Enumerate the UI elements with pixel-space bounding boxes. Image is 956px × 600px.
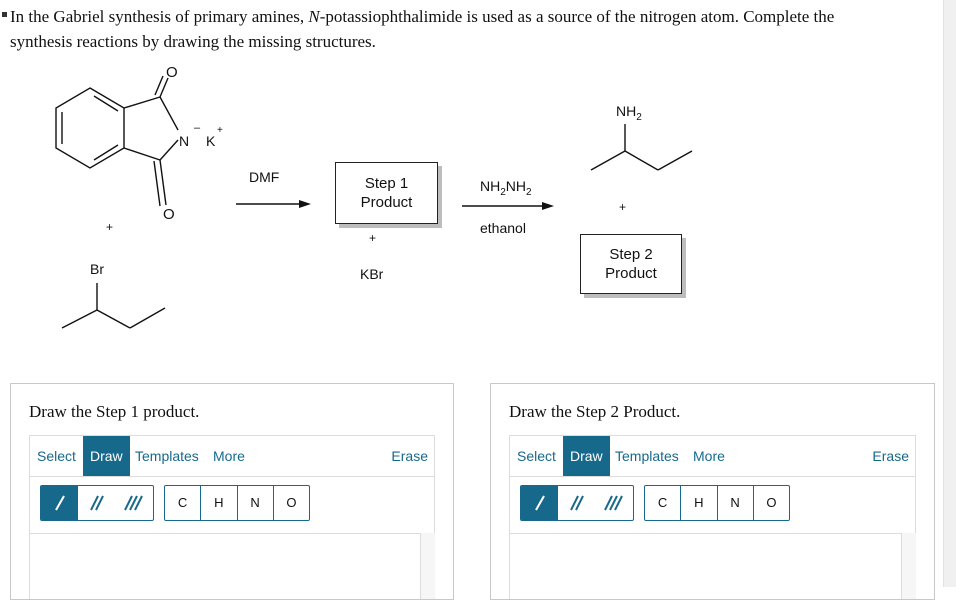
step1-bond-tools <box>40 485 154 521</box>
reagent-dmf: DMF <box>249 169 280 185</box>
triple-bond-icon[interactable] <box>595 486 632 520</box>
reagent-hydrazine: NH2NH2 <box>480 178 532 198</box>
step2-tab-select[interactable]: Select <box>517 448 556 464</box>
arrow-head-1 <box>299 200 311 208</box>
single-bond-icon[interactable] <box>521 486 558 520</box>
atom-carbon-button[interactable]: C <box>657 495 668 510</box>
bromine-label: Br <box>90 261 104 277</box>
step1-panel-title: Draw the Step 1 product. <box>29 402 200 421</box>
question-text: In the Gabriel synthesis of primary amin… <box>2 4 930 54</box>
imide-ring <box>123 75 179 207</box>
step2-tab-more[interactable]: More <box>693 448 725 464</box>
triple-bond-icon[interactable] <box>115 486 152 520</box>
step1-toolbar: Select Draw Templates More Erase <box>29 435 435 477</box>
plus-sign-products: + <box>619 200 627 214</box>
step1-tab-draw[interactable]: Draw <box>83 436 130 476</box>
question-line2: synthesis reactions by drawing the missi… <box>10 32 376 51</box>
step2-erase-button[interactable]: Erase <box>872 448 909 464</box>
atom-hydrogen-button[interactable]: H <box>200 486 236 520</box>
kbr-byproduct: KBr <box>360 266 384 282</box>
plus-sign-kbr: + <box>369 231 377 245</box>
step1-tab-more[interactable]: More <box>213 448 245 464</box>
reaction-scheme-drawing <box>55 75 693 329</box>
atom-nitrogen-button[interactable]: N <box>716 486 753 520</box>
carbonyl-oxygen-top: O <box>166 64 178 81</box>
step2-tab-templates[interactable]: Templates <box>615 448 679 464</box>
step1-canvas-scrollbar[interactable] <box>420 533 435 599</box>
step2-tools-row: C H N O <box>509 475 916 534</box>
step1-box-line1: Step 1 <box>364 175 409 192</box>
atom-oxygen-button[interactable]: O <box>272 486 309 520</box>
plus-sign-reactants: + <box>106 220 114 234</box>
double-bond-icon[interactable] <box>558 486 595 520</box>
arrow-head-2 <box>542 202 554 210</box>
step1-product-box: Step 1 Product <box>335 162 438 224</box>
step1-atom-tools: C H N O <box>164 485 310 521</box>
step1-drawing-panel: Draw the Step 1 product. Select Draw Tem… <box>10 383 454 600</box>
step2-box-line2: Product <box>605 265 657 282</box>
atom-nitrogen-button[interactable]: N <box>236 486 273 520</box>
sec-butylamine-skeleton <box>590 124 693 171</box>
step1-box-line2: Product <box>360 194 413 211</box>
step2-toolbar: Select Draw Templates More Erase <box>509 435 916 477</box>
step2-bond-tools <box>520 485 634 521</box>
step1-tab-select[interactable]: Select <box>37 448 76 464</box>
nitrogen-minus-charge: – <box>194 122 201 134</box>
imide-nitrogen: N <box>179 133 190 149</box>
benzene-ring <box>55 87 125 169</box>
step2-atom-tools: C H N O <box>644 485 790 521</box>
potassium-label: K <box>206 133 216 149</box>
step1-drawing-canvas[interactable] <box>29 533 435 599</box>
bullet-icon <box>2 12 7 17</box>
sec-butyl-bromide-skeleton <box>61 283 166 329</box>
step1-erase-button[interactable]: Erase <box>391 448 428 464</box>
solvent-ethanol: ethanol <box>480 220 526 236</box>
step2-drawing-canvas[interactable] <box>509 533 916 599</box>
amine-nh2-label: NH2 <box>616 103 642 123</box>
double-bond-icon[interactable] <box>78 486 115 520</box>
step2-tab-draw[interactable]: Draw <box>563 436 610 476</box>
step2-drawing-panel: Draw the Step 2 Product. Select Draw Tem… <box>490 383 935 600</box>
question-line1: In the Gabriel synthesis of primary amin… <box>10 7 835 26</box>
page-scrollbar[interactable] <box>943 0 956 587</box>
step2-canvas-scrollbar[interactable] <box>901 533 916 599</box>
step2-product-box: Step 2 Product <box>580 234 682 294</box>
step2-panel-title: Draw the Step 2 Product. <box>509 402 681 421</box>
step1-tab-templates[interactable]: Templates <box>135 448 199 464</box>
step2-box-line1: Step 2 <box>609 246 653 263</box>
single-bond-icon[interactable] <box>41 486 78 520</box>
potassium-plus-charge: + <box>217 125 223 136</box>
atom-oxygen-button[interactable]: O <box>752 486 789 520</box>
step1-tools-row: C H N O <box>29 475 435 534</box>
atom-hydrogen-button[interactable]: H <box>680 486 716 520</box>
carbonyl-oxygen-bottom: O <box>163 206 175 223</box>
atom-carbon-button[interactable]: C <box>177 495 188 510</box>
